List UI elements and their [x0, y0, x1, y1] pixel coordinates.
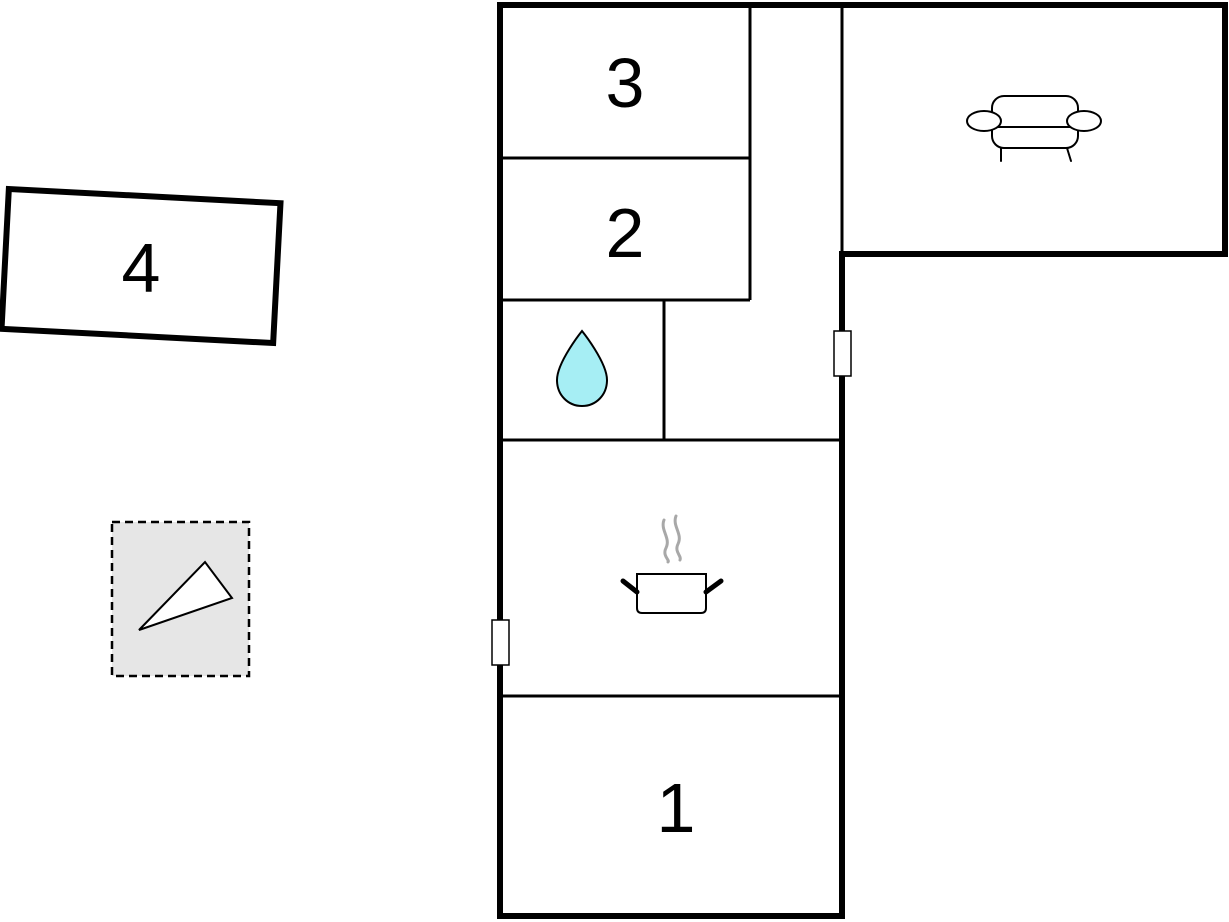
compass-arrow-icon	[138, 560, 234, 631]
terrace-area	[110, 520, 251, 678]
interior-walls	[500, 5, 844, 698]
sofa-icon	[966, 95, 1102, 162]
room-4-outline	[0, 185, 284, 347]
water-drop-icon	[555, 329, 609, 408]
room-3-label: 3	[606, 44, 645, 122]
room-4	[0, 185, 284, 347]
room-1-label: 1	[657, 769, 696, 847]
outer-wall-path	[497, 2, 1228, 919]
room-4-label: 4	[122, 229, 161, 307]
door-left	[491, 619, 510, 666]
room-2-label: 2	[606, 194, 645, 272]
outer-walls	[497, 2, 1228, 919]
cooking-pot-icon	[620, 514, 724, 614]
door-right	[833, 330, 852, 377]
